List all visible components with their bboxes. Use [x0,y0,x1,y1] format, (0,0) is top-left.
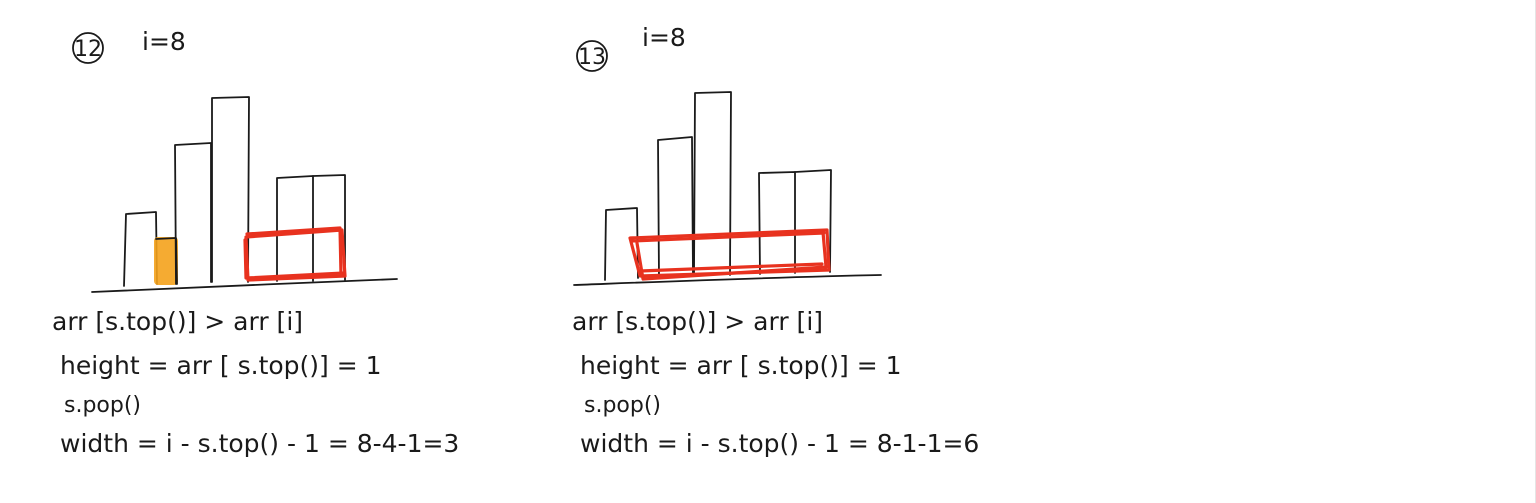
bar [211,96,250,283]
baseline [573,274,882,286]
histogram [573,91,882,286]
bar [312,174,346,281]
index-label: i=8 [142,27,186,56]
area-highlight [244,228,347,282]
line-height: height = arr [ s.top()] = 1 [580,351,902,380]
bar [174,142,212,285]
step-number: 13 [578,45,606,70]
panel-step-12: 12 i=8 arr [s.top()] > arr [i] height = … [52,27,459,458]
bar [794,169,832,273]
highlighted-bar [154,237,178,285]
area-highlight [628,228,831,278]
step-number-circle [72,32,104,64]
panel-step-13: 13 i=8 arr [s.top()] > arr [i] height = … [572,23,979,458]
step-number: 12 [74,37,102,62]
baseline [91,278,398,293]
area-highlight-stroke [243,226,346,280]
line-height: height = arr [ s.top()] = 1 [60,351,382,380]
bar [693,91,732,277]
line-pop: s.pop() [584,393,661,418]
index-label: i=8 [642,23,686,52]
bar [123,211,158,287]
histogram [91,96,398,293]
bar [758,171,796,275]
bar [657,136,694,279]
line-width: width = i - s.top() - 1 = 8-1-1=6 [580,429,979,458]
line-width: width = i - s.top() - 1 = 8-4-1=3 [60,429,459,458]
area-highlight-stroke [630,230,828,281]
line-condition: arr [s.top()] > arr [i] [572,307,823,336]
line-pop: s.pop() [64,393,141,418]
line-condition: arr [s.top()] > arr [i] [52,307,303,336]
step-number-circle [576,40,608,72]
